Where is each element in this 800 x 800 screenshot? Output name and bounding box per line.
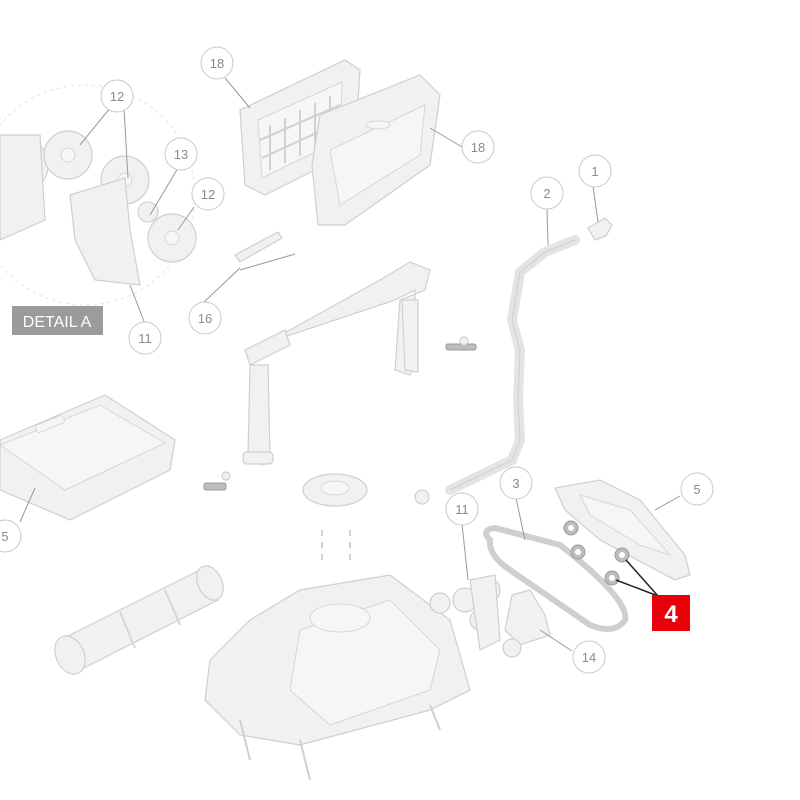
highlighted-part-badge: 4	[652, 595, 690, 631]
wheels-part-4	[563, 520, 630, 586]
callout-label: 11	[455, 502, 469, 517]
fasteners	[203, 336, 477, 505]
callout-18-cover: 18	[461, 130, 495, 164]
side-plate-part-14	[502, 589, 551, 658]
callout-label: 5	[693, 482, 700, 497]
callout-11-gears: 11	[445, 492, 479, 526]
rod-part-16	[234, 231, 296, 271]
callout-label: 13	[174, 147, 188, 162]
impeller	[302, 473, 368, 560]
callout-18-grille: 18	[200, 46, 234, 80]
callout-label: 1	[591, 164, 598, 179]
detail-a-text: DETAIL A	[23, 314, 92, 331]
roller-brush	[54, 565, 224, 675]
callout-5-basket: 5	[0, 519, 22, 553]
detail-a-gears	[0, 130, 197, 286]
leader-lines	[19, 77, 681, 652]
callout-12-top: 12	[100, 79, 134, 113]
callout-label: 2	[543, 186, 550, 201]
callout-label: 3	[512, 476, 519, 491]
callout-12-right: 12	[191, 177, 225, 211]
callout-label: 11	[138, 331, 152, 346]
highlighted-part-number: 4	[664, 601, 678, 628]
callout-label: 5	[1, 529, 8, 544]
callout-2: 2	[530, 176, 564, 210]
callout-16: 16	[188, 301, 222, 335]
callout-14: 14	[572, 640, 606, 674]
gear-set-part-11	[429, 574, 501, 651]
hose-part-2	[445, 235, 580, 495]
detail-a-label: DETAIL A	[12, 306, 103, 335]
callout-label: 16	[198, 311, 212, 326]
callout-label: 12	[110, 89, 124, 104]
callout-11-detail: 11	[128, 321, 162, 355]
callout-label: 18	[210, 56, 224, 71]
top-cover-part-18	[311, 74, 441, 226]
callout-label: 18	[471, 140, 485, 155]
callout-5-side: 5	[680, 472, 714, 506]
callout-13: 13	[164, 137, 198, 171]
connector-part-1	[587, 217, 613, 241]
main-body	[204, 574, 471, 781]
callout-label: 12	[201, 187, 215, 202]
side-cover-part-5	[554, 479, 691, 581]
drive-belt-part-3	[483, 524, 629, 632]
callout-1: 1	[578, 154, 612, 188]
handle-assembly	[242, 261, 431, 466]
filter-basket	[0, 394, 176, 521]
callout-label: 14	[582, 650, 596, 665]
callout-3: 3	[499, 466, 533, 500]
